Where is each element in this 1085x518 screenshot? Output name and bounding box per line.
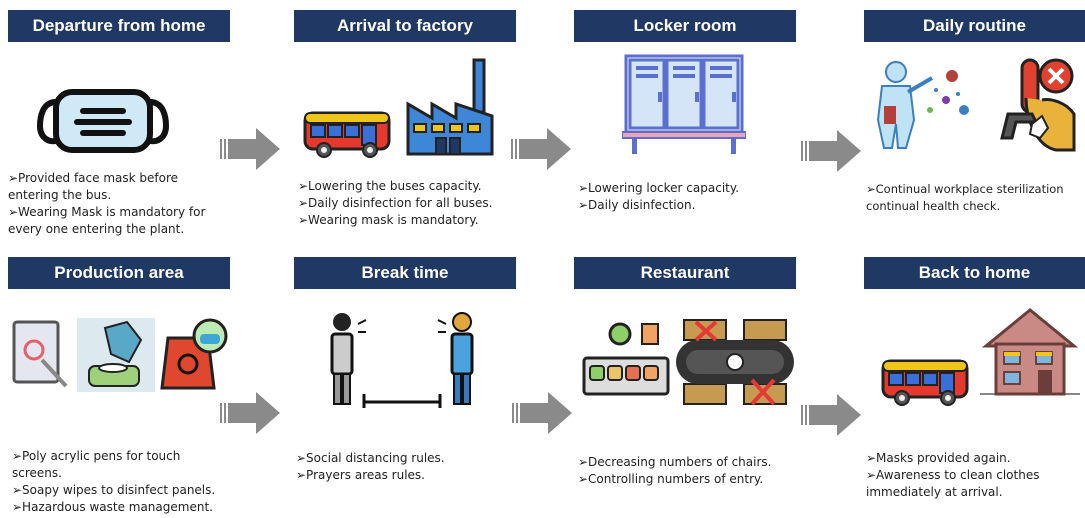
step-text-restaurant: ➢Decreasing numbers of chairs. ➢Controll… bbox=[578, 454, 771, 488]
step-line: ➢Prayers areas rules. bbox=[296, 468, 425, 482]
step-line: ➢Masks provided again. bbox=[866, 451, 1011, 465]
tablet-pen-icon bbox=[12, 320, 68, 388]
step-header-arrival: Arrival to factory bbox=[294, 10, 516, 42]
step-line: ➢Decreasing numbers of chairs. bbox=[578, 455, 772, 469]
step-text-routine: ➢Continual workplace sterilization conti… bbox=[866, 181, 1064, 215]
step-line: entering the bus. bbox=[8, 188, 112, 202]
step-text-production: ➢Poly acrylic pens for touch screens. ➢S… bbox=[12, 448, 215, 516]
step-header-departure: Departure from home bbox=[8, 10, 230, 42]
step-line: ➢Daily disinfection. bbox=[578, 198, 696, 212]
step-text-break: ➢Social distancing rules. ➢Prayers areas… bbox=[296, 450, 445, 484]
step-line: continual health check. bbox=[866, 199, 1001, 213]
thermometer-gun-icon bbox=[1000, 58, 1076, 152]
step-text-home: ➢Masks provided again. ➢Awareness to cle… bbox=[866, 450, 1039, 501]
arrow-right-icon bbox=[220, 392, 280, 434]
arrow-right-icon bbox=[511, 128, 571, 170]
step-line: ➢Lowering the buses capacity. bbox=[298, 179, 482, 193]
bus-icon bbox=[303, 111, 391, 158]
step-line: ➢Hazardous waste management. bbox=[12, 500, 213, 514]
step-line: ➢Controlling numbers of entry. bbox=[578, 472, 764, 486]
step-text-departure: ➢Provided face mask before entering the … bbox=[8, 170, 205, 238]
arrow-right-icon bbox=[801, 130, 861, 172]
step-line: ➢Daily disinfection for all buses. bbox=[298, 196, 493, 210]
buffet-icon bbox=[582, 322, 670, 396]
step-header-break: Break time bbox=[294, 257, 516, 289]
step-text-locker: ➢Lowering locker capacity. ➢Daily disinf… bbox=[578, 180, 739, 214]
step-line: every one entering the plant. bbox=[8, 222, 185, 236]
step-line: ➢Social distancing rules. bbox=[296, 451, 445, 465]
step-line: ➢Poly acrylic pens for touch bbox=[12, 449, 181, 463]
step-header-restaurant: Restaurant bbox=[574, 257, 796, 289]
locker-icon bbox=[622, 54, 746, 154]
house-icon bbox=[980, 308, 1080, 396]
step-line: ➢Wearing mask is mandatory. bbox=[298, 213, 479, 227]
factory-icon bbox=[406, 58, 494, 156]
step-line: ➢Lowering locker capacity. bbox=[578, 181, 740, 195]
step-line: ➢Awareness to clean clothes bbox=[866, 468, 1040, 482]
step-line: immediately at arrival. bbox=[866, 485, 1003, 499]
step-header-locker: Locker room bbox=[574, 10, 796, 42]
step-line: screens. bbox=[12, 466, 62, 480]
step-line: ➢Soapy wipes to disinfect panels. bbox=[12, 483, 216, 497]
hazard-bag-icon bbox=[160, 318, 228, 390]
arrow-right-icon bbox=[220, 128, 280, 170]
table-chairs-icon bbox=[676, 319, 794, 406]
arrow-right-icon bbox=[512, 392, 572, 434]
step-header-production: Production area bbox=[8, 257, 230, 289]
step-line: ➢Provided face mask before bbox=[8, 171, 179, 185]
step-header-home: Back to home bbox=[864, 257, 1085, 289]
step-text-arrival: ➢Lowering the buses capacity. ➢Daily dis… bbox=[298, 178, 492, 229]
arrow-right-icon bbox=[801, 394, 861, 436]
bus-icon bbox=[881, 359, 969, 406]
sterilization-worker-icon bbox=[876, 61, 969, 149]
step-header-routine: Daily routine bbox=[864, 10, 1085, 42]
face-mask-icon bbox=[36, 89, 170, 153]
wipes-icon bbox=[77, 318, 155, 392]
step-line: ➢Wearing Mask is mandatory for bbox=[8, 205, 206, 219]
step-line: ➢Continual workplace sterilization bbox=[866, 182, 1064, 196]
social-distance-icon bbox=[330, 312, 474, 408]
